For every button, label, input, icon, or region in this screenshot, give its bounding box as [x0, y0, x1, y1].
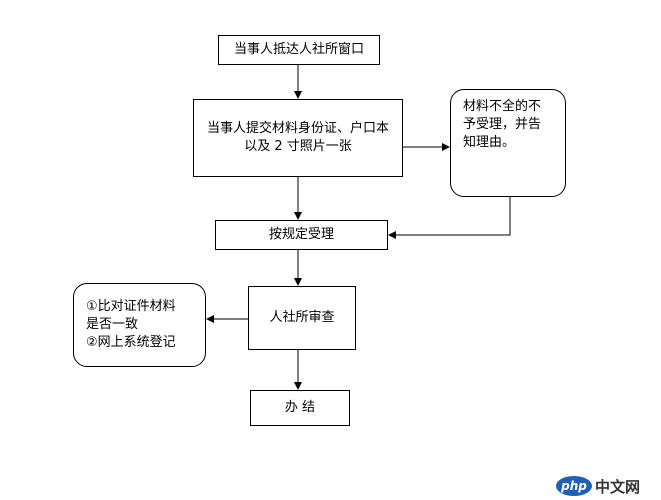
arrow-reject-to-accept	[388, 197, 511, 239]
watermark-text: 中文网	[595, 477, 641, 496]
watermark-badge: php	[556, 476, 592, 496]
node-submit-line-2: 以及 2 寸照片一张	[244, 139, 352, 154]
node-reject-line-3: 知理由。	[463, 135, 516, 150]
node-done: 办 结	[250, 390, 350, 426]
node-check-line-3: ②网上系统登记	[86, 335, 176, 350]
node-check-steps: ①比对证件材料 是否一致 ②网上系统登记	[73, 283, 206, 367]
node-arrive-window: 当事人抵达人社所窗口	[218, 35, 380, 65]
node-check-line-1: ①比对证件材料	[86, 299, 176, 314]
node-review: 人社所审查	[248, 286, 356, 350]
node-accept: 按规定受理	[215, 220, 388, 250]
node-check-line-2: 是否一致	[86, 317, 139, 332]
node-submit-line-1: 当事人提交材料身份证、户口本	[206, 121, 389, 136]
node-arrive-label: 当事人抵达人社所窗口	[233, 42, 364, 57]
node-accept-label: 按规定受理	[268, 227, 334, 242]
watermark-logo: php 中文网	[556, 474, 660, 498]
node-reject-incomplete: 材料不全的不 予受理，并告 知理由。	[450, 89, 566, 197]
node-review-label: 人社所审查	[269, 310, 335, 325]
node-done-label: 办 结	[284, 400, 316, 415]
node-reject-line-1: 材料不全的不	[463, 99, 542, 114]
node-submit-materials: 当事人提交材料身份证、户口本 以及 2 寸照片一张	[193, 99, 403, 177]
node-reject-line-2: 予受理，并告	[463, 117, 542, 132]
